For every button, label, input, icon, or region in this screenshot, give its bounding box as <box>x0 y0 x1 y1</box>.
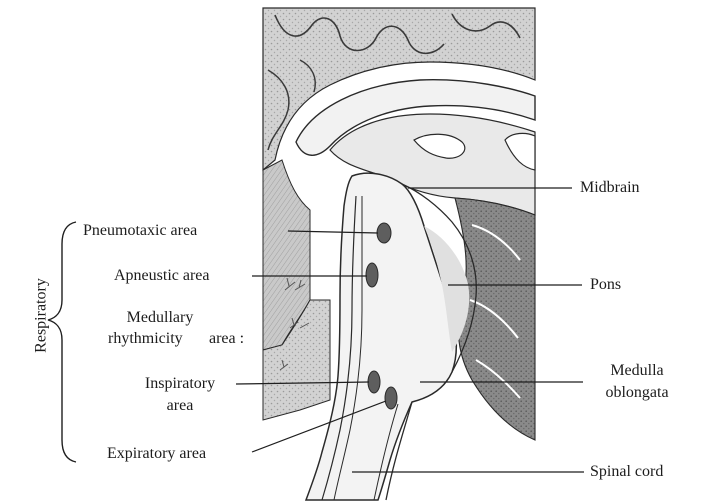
midbrain-label: Midbrain <box>580 178 640 197</box>
respiratory-brace <box>48 222 76 462</box>
apneustic-nucleus <box>366 263 378 287</box>
apneustic-area-label: Apneustic area <box>114 266 210 285</box>
medullary-label-line3: area : <box>209 329 244 348</box>
pneumotaxic-nucleus <box>377 223 391 243</box>
pons-label: Pons <box>590 275 621 294</box>
pneumotaxic-area-label: Pneumotaxic area <box>83 221 197 240</box>
medullary-label-line1: Medullary <box>120 308 200 327</box>
expiratory-nucleus <box>385 387 397 409</box>
inspiratory-label-line1: Inspiratory <box>130 374 230 393</box>
respiratory-group-label: Respiratory <box>32 271 51 361</box>
expiratory-area-label: Expiratory area <box>107 444 206 463</box>
medulla-label-line1: Medulla <box>584 361 690 380</box>
spinal-cord-label: Spinal cord <box>590 462 663 481</box>
inspiratory-nucleus <box>368 371 380 393</box>
medullary-label-line2: rhythmicity <box>108 329 183 348</box>
inspiratory-label-line2: area <box>130 396 230 415</box>
medulla-label-line2: oblongata <box>584 383 690 402</box>
